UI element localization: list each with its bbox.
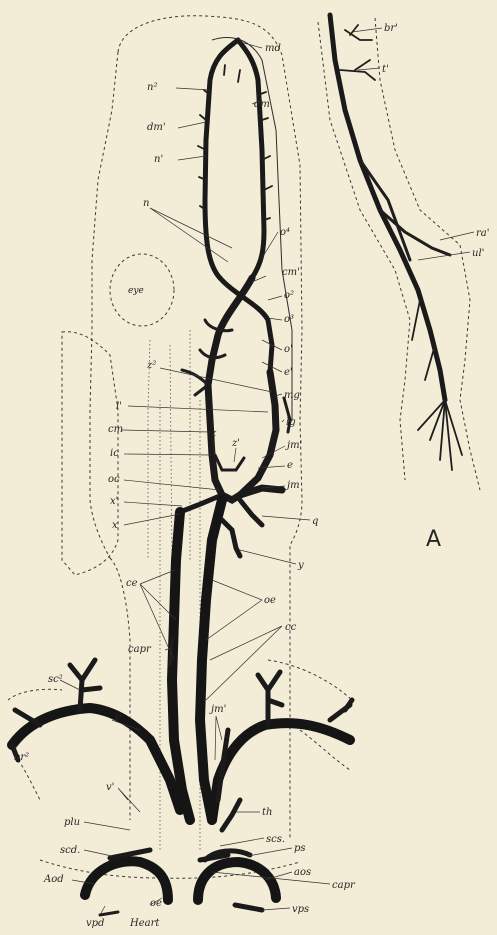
label-z: z [210,428,217,439]
label-o3: o³ [284,314,294,325]
label-jm: jm [285,480,300,491]
label-ul1: ul' [472,248,484,259]
vessel-ce [172,512,190,820]
label-scd: scd. [60,845,80,856]
label-v1: v' [106,782,114,793]
label-n: n [143,198,149,209]
vessel-th [222,800,240,830]
label-l1: l' [116,401,122,412]
label-x1: x' [110,496,118,507]
label-tA: t' [382,64,389,75]
label-e1: e' [284,367,293,378]
label-heart: Heart [129,918,160,929]
vessel-jm [222,488,282,500]
vessel-left-sc [70,660,100,710]
limb-outline-left [318,22,410,480]
label-cm1: cm' [282,267,300,278]
label-mg: mg [284,390,300,401]
label-oe: oe [264,595,276,606]
vessel-right-sc [258,672,282,725]
label-vps: vps [292,904,309,915]
venous-system [12,37,352,915]
label-o2: o² [284,290,294,301]
label-o1: o' [284,344,293,355]
label-br1: br' [384,23,398,34]
label-oc: oc [108,474,120,485]
label-ic: ic [110,448,119,459]
label-o4: o⁴ [280,227,290,238]
leader-lines [14,28,474,915]
panel-a-limb [318,15,480,490]
leaders [14,28,474,915]
label-cc: cc [285,622,297,633]
label-ce: ce [126,578,138,589]
vessel-right-limb [212,723,350,820]
vessel-vps [235,905,262,910]
label-br2: br² [14,752,29,763]
label-plu: plu [64,817,80,828]
label-n2: n² [147,82,157,93]
label-dm1: dm' [147,122,166,133]
label-jm1b: jm' [209,704,226,715]
vessel-e [240,372,276,495]
label-capr: capr [128,644,152,655]
label-oe2: oe [150,898,162,909]
label-lg: lg [286,417,296,428]
label-t1: t' [115,714,122,725]
vessel-right-branch [330,700,352,720]
label-vpd: vpd [86,918,104,929]
label-ra1: ra' [476,228,490,239]
vessel-vpd [100,912,118,915]
label-q: q [312,516,318,527]
label-aos: aos [294,867,311,878]
label-eye: eye [128,286,144,296]
neck-outline-left [110,558,130,820]
label-th: th [262,807,272,818]
label-z2: z² [146,360,156,371]
label-x: x [112,520,118,531]
label-scs: scs. [266,834,285,845]
vessel-z [215,455,244,470]
label-capr2: capr [332,880,356,891]
label-sc2: sc² [48,674,63,685]
label-ps: ps [294,843,306,854]
vessel-dm [205,40,238,278]
vessel-cm [208,385,222,495]
label-y: y [297,560,304,571]
vessel-q [240,500,262,525]
panel-label-a: A [426,527,441,552]
label-cm: cm [108,424,123,435]
label-md: md [265,43,281,54]
label-dm: dm [254,99,270,110]
vessel-aod-arch [85,861,168,900]
label-e: e [287,460,293,471]
vessel-y [222,520,240,556]
label-z1: z' [231,438,240,449]
label-jm1: jm' [285,440,302,451]
vessel-dm-right [238,40,264,278]
vessel-aos-arch [198,862,276,900]
text-labels: md n² dm dm' n' n o⁴ cm' o² o³ o' e' z² … [14,23,490,929]
label-aod: Aod [43,874,64,885]
label-n1: n' [154,154,163,165]
